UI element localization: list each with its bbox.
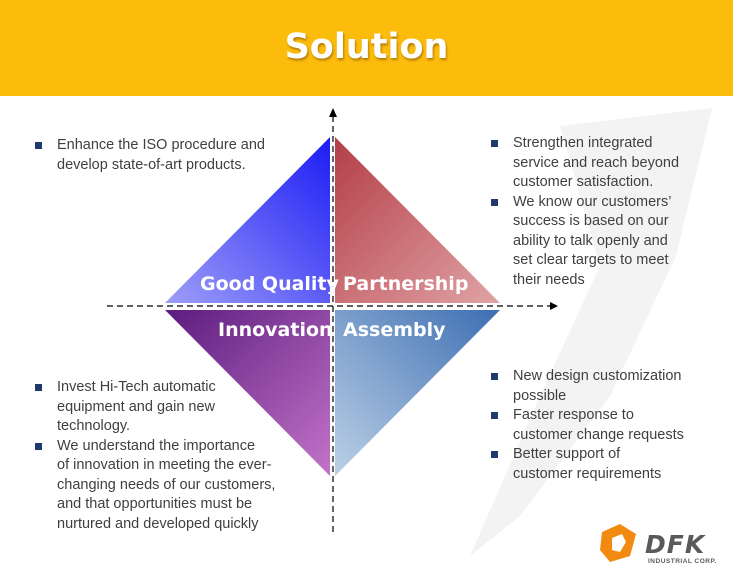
bullet-square-icon (491, 140, 498, 147)
quadrant-innovation (165, 310, 330, 476)
bullet-line: Faster response to (513, 407, 634, 423)
bullet-line: set clear targets to meet (513, 252, 669, 268)
quadrant-label-good-quality: Good Quality (200, 273, 339, 295)
bullet-line: of innovation in meeting the ever- (57, 457, 272, 473)
bullet-item: New design customization possible (489, 367, 724, 406)
bullet-line: and that opportunities must be (57, 496, 253, 512)
bullet-line: service and reach beyond (513, 154, 680, 171)
bullet-line: Better support of (513, 446, 621, 462)
bullet-line: develop state-of-art products. (57, 156, 246, 173)
bullet-item: We know our customers’ success is based o… (489, 193, 719, 291)
bullet-square-icon (35, 442, 42, 450)
bullet-line: customer requirements (513, 465, 662, 482)
quadrant-good-quality (165, 137, 330, 303)
bullet-square-icon (491, 198, 498, 206)
bullet-square-icon (35, 142, 42, 149)
bullet-line: success is based on our (513, 213, 669, 229)
vertical-axis-arrow (329, 108, 337, 117)
bullet-square-icon (491, 412, 498, 419)
bullet-line: Invest Hi-Tech automatic (57, 379, 216, 395)
bullet-line: their needs (513, 271, 585, 288)
quadrant-label-assembly: Assembly (343, 319, 446, 341)
bullet-line: customer change requests (513, 426, 684, 443)
bullet-line: ability to talk openly and (513, 232, 668, 249)
bullet-item: Invest Hi-Tech automatic equipment and ga… (33, 378, 333, 437)
bullet-line: equipment and gain new (57, 398, 216, 415)
bullet-square-icon (491, 373, 498, 380)
bullet-line: New design customization (513, 368, 682, 384)
bullet-square-icon (35, 384, 42, 391)
logo-subtitle: INDUSTRIAL CORP. (648, 558, 717, 565)
bullet-item: Faster response to customer change reques… (489, 406, 724, 445)
horizontal-axis-arrow (550, 302, 558, 310)
logo-wordmark: DFK (645, 530, 706, 559)
quadrant-label-innovation: Innovation (218, 319, 333, 341)
bullet-line: changing needs of our customers, (57, 476, 276, 493)
bullet-line: customer satisfaction. (513, 174, 654, 190)
quadrant-partnership (335, 137, 500, 303)
bullet-line: Enhance the ISO procedure and (57, 137, 265, 153)
bullet-item: Enhance the ISO procedure and develop sta… (33, 136, 323, 175)
title-banner (0, 0, 733, 96)
bullet-line: We understand the importance (57, 437, 256, 454)
bullets-innovation: Invest Hi-Tech automatic equipment and ga… (33, 378, 333, 534)
quadrant-label-partnership: Partnership (343, 273, 469, 295)
bullets-partnership: Strengthen integrated service and reach b… (489, 134, 719, 290)
bullet-line: technology. (57, 418, 131, 434)
quadrant-assembly (335, 310, 500, 476)
dfk-logo-icon (600, 524, 636, 562)
bullet-item: We understand the importance of innovatio… (33, 437, 333, 535)
bullet-item: Better support of customer requirements (489, 445, 724, 484)
bullet-line: Strengthen integrated (513, 135, 653, 151)
bullet-line: possible (513, 387, 567, 404)
bullet-line: We know our customers’ (513, 193, 672, 210)
background-watermark (470, 108, 712, 556)
bullets-good-quality: Enhance the ISO procedure and develop sta… (33, 136, 323, 175)
page-title: Solution (284, 27, 449, 67)
bullet-line: nurtured and developed quickly (57, 515, 259, 532)
bullet-square-icon (491, 451, 498, 458)
bullet-item: Strengthen integrated service and reach b… (489, 134, 719, 193)
